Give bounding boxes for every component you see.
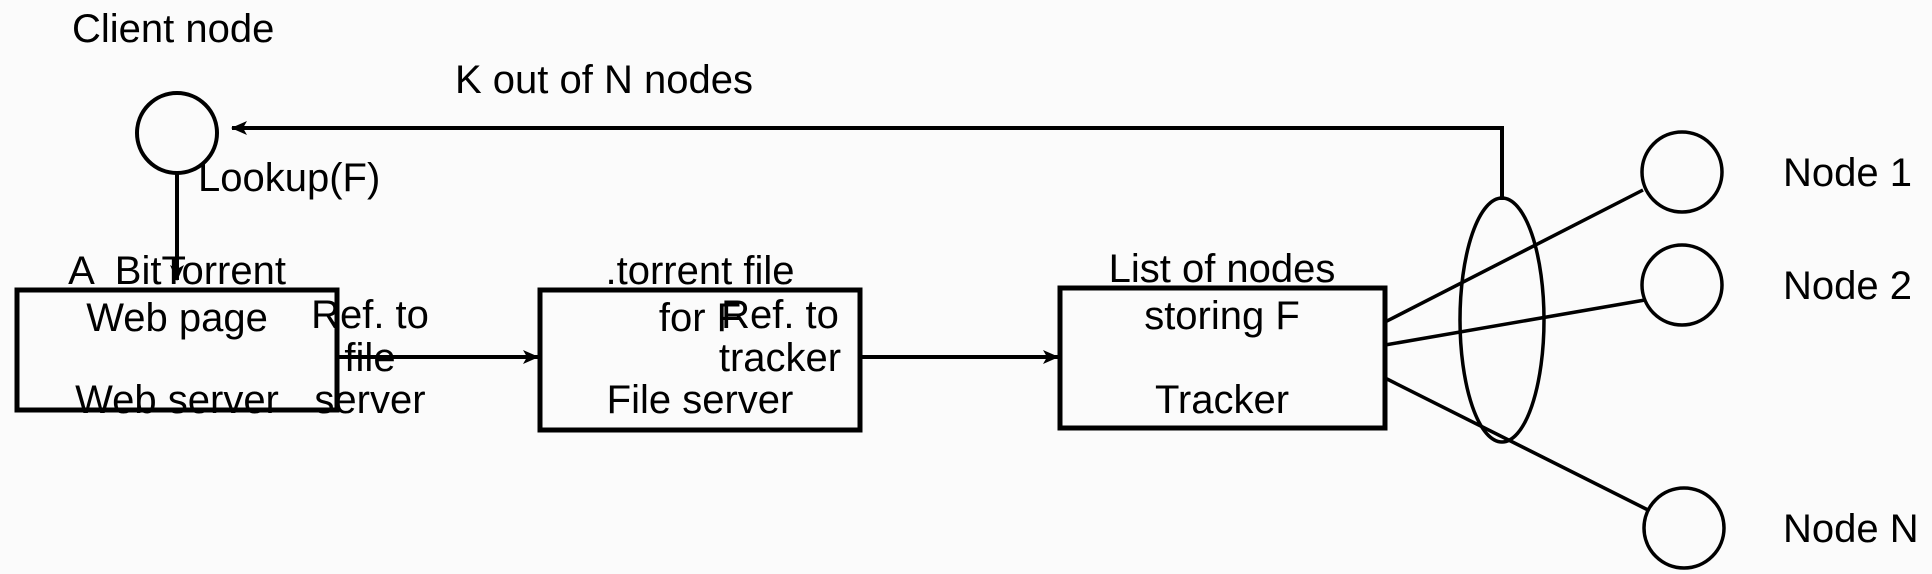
file-to-tracker-edge-label-line2: tracker: [718, 336, 842, 380]
k-out-of-n-return-arrow: [231, 121, 1504, 200]
tracker-box-line1: List of nodes: [1108, 247, 1336, 291]
web-to-file-edge-label-line2: file: [344, 336, 396, 380]
node-2-label: Node 2: [1783, 264, 1912, 308]
tracker-to-node-2-line: [1384, 298, 1646, 347]
swarm-ellipse: [1458, 196, 1546, 444]
tracker-to-node-1-line: [1384, 188, 1644, 324]
web-page-box-rect: [14, 287, 340, 413]
node-1-circle: [1640, 130, 1724, 214]
file-to-tracker-edge-label-line1: Ref. to: [721, 293, 839, 337]
k-out-of-n-edge-label: K out of N nodes: [455, 58, 753, 102]
file-server-caption: File server: [606, 378, 794, 422]
node-1-label: Node 1: [1783, 151, 1912, 195]
web-page-box-line1: A BitTorrent: [68, 249, 286, 293]
node-2-circle: [1640, 243, 1724, 327]
tracker-box-rect: [1057, 285, 1388, 431]
node-n-circle: [1642, 486, 1726, 570]
tracker-to-node-n-line: [1384, 376, 1649, 512]
web-to-file-edge-label-line3: server: [314, 378, 426, 422]
web-server-caption: Web server: [75, 378, 279, 422]
tracker-caption: Tracker: [1154, 378, 1290, 422]
web-page-box-line2: Web page: [86, 296, 268, 340]
web-to-file-edge-label-line1: Ref. to: [311, 293, 429, 337]
node-n-label: Node N: [1783, 507, 1919, 551]
torrent-file-box-rect: [537, 287, 863, 433]
tracker-box-line2: storing F: [1144, 294, 1300, 338]
lookup-edge-label: Lookup(F): [198, 156, 381, 200]
client-node-label: Client node: [72, 7, 275, 51]
torrent-file-box-line1: .torrent file: [605, 249, 795, 293]
torrent-file-box-line2: for F: [658, 296, 742, 340]
